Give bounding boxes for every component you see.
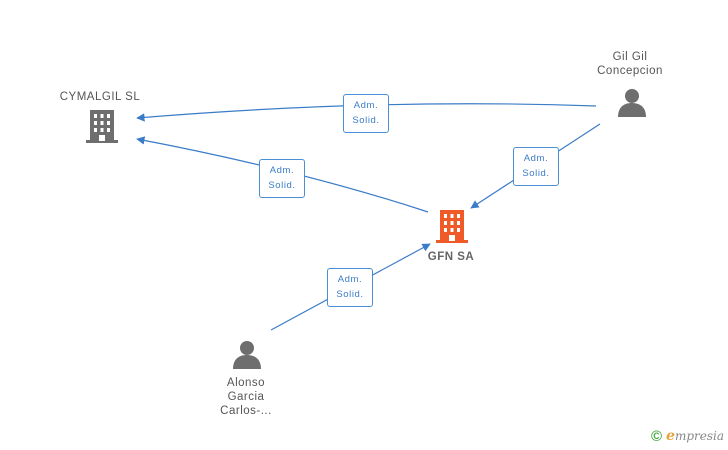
edge-label-line: Adm. [337, 274, 363, 285]
brand-watermark: © empresia [651, 426, 724, 446]
node-label-line: Carlos-... [220, 405, 272, 417]
brand-logo-rest: mpresia [674, 429, 724, 443]
edge-label-gilgil-cymalgil[interactable]: Adm. Solid. [343, 94, 389, 133]
node-label-cymalgil[interactable]: CYMALGIL SL [46, 90, 154, 104]
edge-label-gilgil-gfn[interactable]: Adm. Solid. [513, 147, 559, 186]
node-label-text: GFN SA [427, 251, 475, 263]
node-label-line: Concepcion [597, 65, 663, 77]
edge-label-line: Adm. [353, 100, 379, 111]
person-icon[interactable] [618, 89, 646, 117]
edge-label-line: Adm. [269, 165, 295, 176]
brand-logo-initial: e [666, 428, 675, 444]
person-icon[interactable] [233, 341, 261, 369]
edge-label-line: Solid. [352, 115, 380, 126]
edge-label-alonso-gfn[interactable]: Adm. Solid. [327, 268, 373, 307]
brand-logo: empresia [666, 428, 724, 444]
edge-label-line: Solid. [522, 168, 550, 179]
node-label-text: CYMALGIL SL [59, 91, 141, 103]
node-label-gilgil[interactable]: Gil Gil Concepcion [576, 50, 684, 78]
edge-label-gfn-cymalgil[interactable]: Adm. Solid. [259, 159, 305, 198]
building-icon[interactable] [86, 110, 118, 143]
edge-label-line: Solid. [268, 180, 296, 191]
edge-label-line: Adm. [523, 153, 549, 164]
node-label-gfn[interactable]: GFN SA [406, 250, 496, 264]
node-label-line: Garcia [227, 391, 265, 403]
main-building-icon[interactable] [436, 210, 468, 243]
node-label-line: Gil Gil [612, 51, 648, 63]
copyright-icon: © [650, 427, 663, 445]
node-label-alonso[interactable]: Alonso Garcia Carlos-... [196, 376, 296, 418]
node-label-line: Alonso [226, 377, 266, 389]
edge-label-line: Solid. [336, 289, 364, 300]
